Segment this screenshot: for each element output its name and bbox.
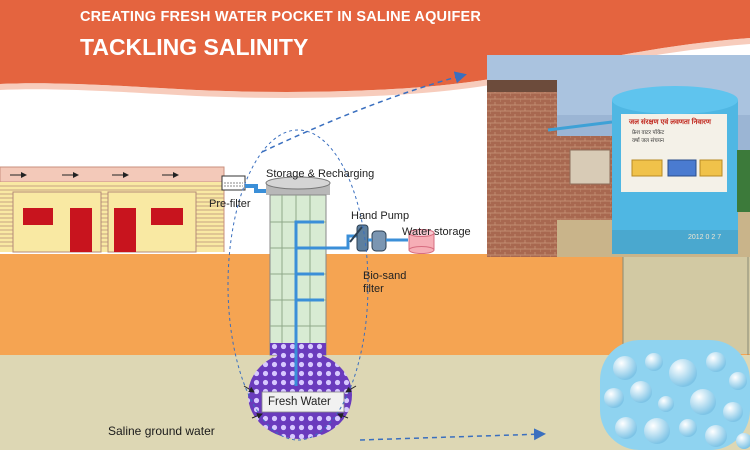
recharge-tank [266, 177, 330, 355]
pre-filter-label: Pre-filter [209, 198, 251, 210]
photo-sign-line1: जल संरक्षण एवं लवणता निवारण [629, 118, 711, 127]
photo-date-stamp: 2012 0 2 7 [688, 234, 721, 241]
pre-filter-box [222, 176, 245, 190]
water-drops-image [600, 340, 750, 450]
saline-ground-water-label: Saline ground water [108, 425, 215, 437]
fresh-water-label: Fresh Water [268, 396, 331, 408]
hand-pump-label: Hand Pump [351, 210, 409, 222]
photo-side-column [623, 254, 750, 354]
storage-recharging-label: Storage & Recharging [266, 168, 374, 180]
hand-pump [350, 225, 408, 251]
photo-sign-line2: फ्रेश वाटर पॉकेट [632, 128, 664, 136]
house [0, 167, 224, 252]
bio-sand-filter-label-line1: Bio-sand [363, 270, 406, 282]
header-subtitle: CREATING FRESH WATER POCKET IN SALINE AQ… [80, 9, 481, 25]
water-storage-label: Water storage [402, 226, 471, 238]
site-photo [487, 55, 750, 257]
header-title: TACKLING SALINITY [80, 34, 308, 61]
photo-sign-line3: वर्षा जल संचयन [632, 136, 664, 144]
bio-sand-filter-label-line2: filter [363, 283, 384, 295]
inlet-pipe [245, 186, 268, 191]
